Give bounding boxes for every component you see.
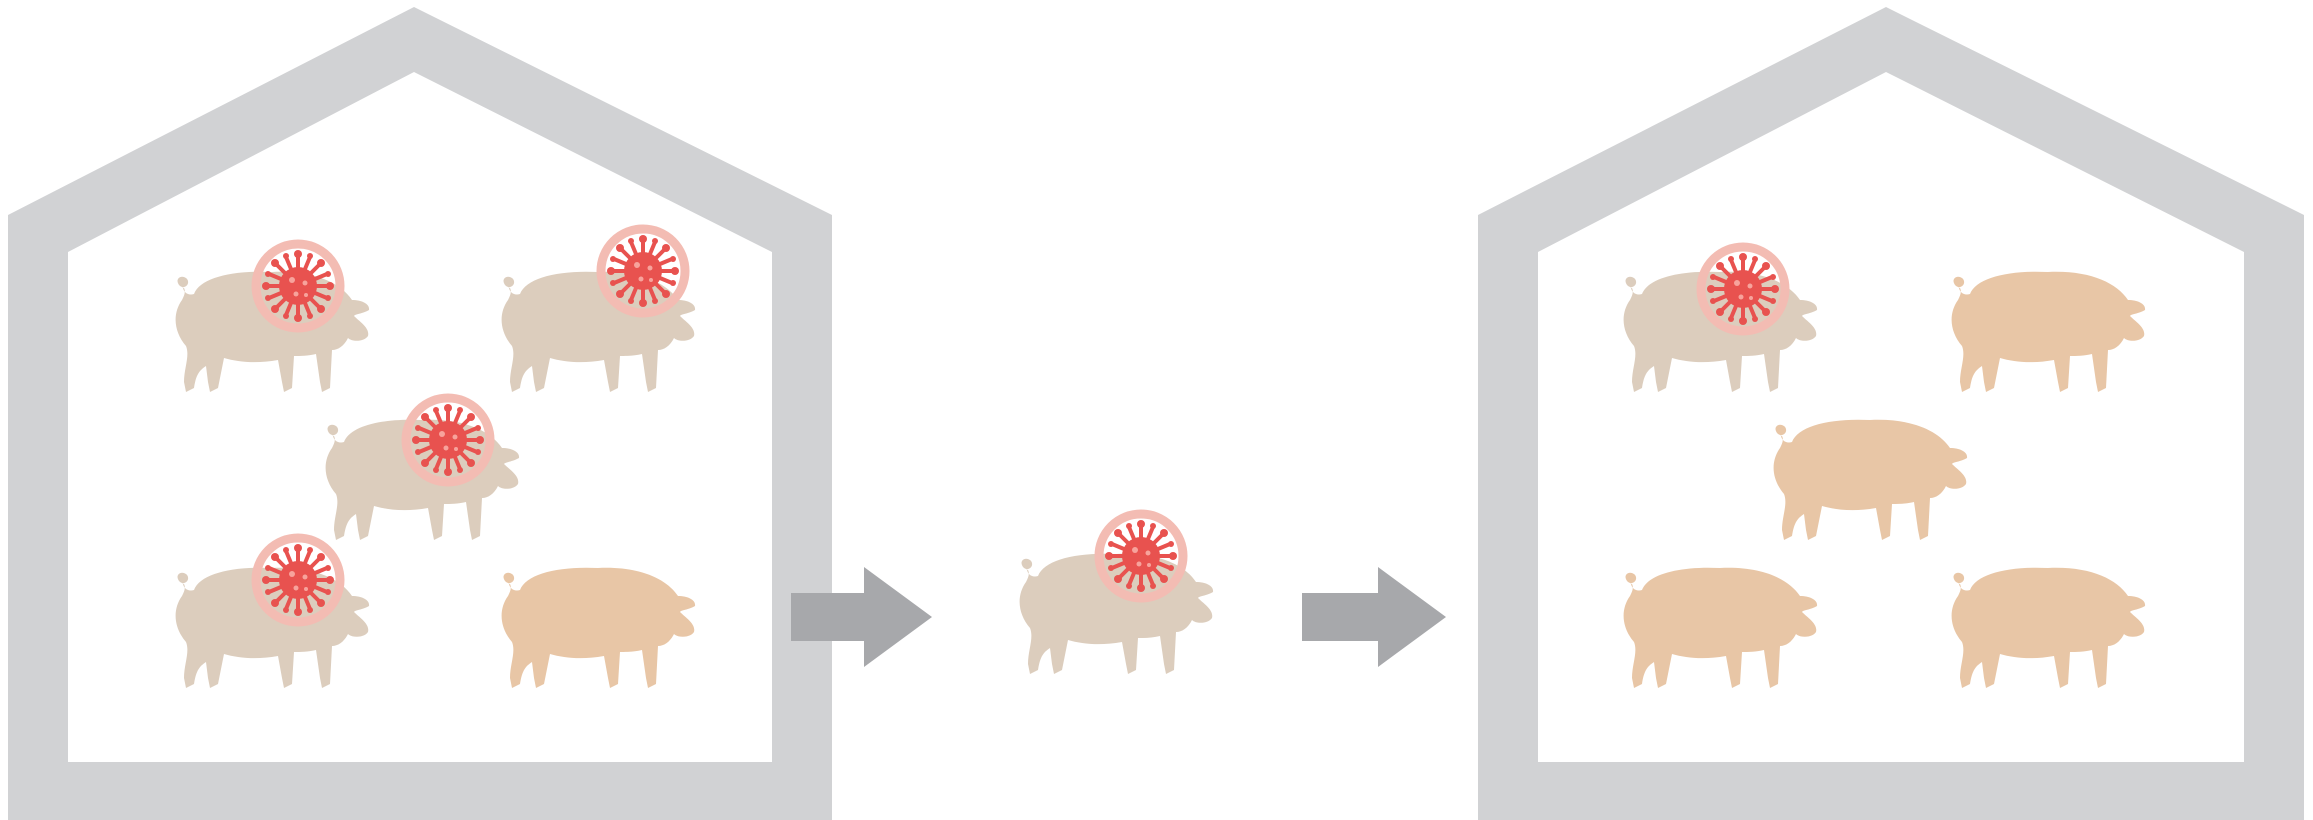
virus-icon [1099,514,1183,598]
pig-icon-healthy [1951,567,2146,688]
pig-icon-infected [501,271,696,392]
virus-icon [406,398,490,482]
arrow-right-icon [791,567,932,667]
virus-icon [256,244,340,328]
virus-icon [256,538,340,622]
pig-icon-healthy [1951,271,2146,392]
virus-icon [601,229,685,313]
arrow-right-icon [1302,567,1446,667]
pig-icon-healthy [1623,567,1818,688]
pig-icon-healthy [501,567,696,688]
barn-icon [1478,7,2304,820]
virus-icon [1701,247,1785,331]
pig-icon-healthy [1773,419,1968,540]
